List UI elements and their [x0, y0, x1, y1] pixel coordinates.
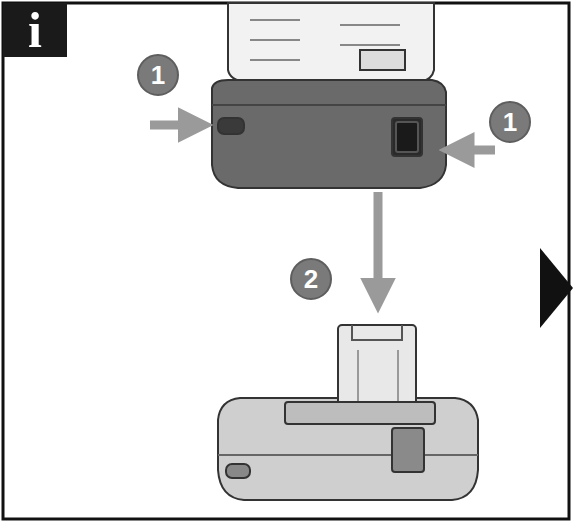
callout-number: 1 — [489, 101, 531, 143]
step-label: i — [3, 3, 67, 57]
press-arrow — [452, 146, 495, 155]
press-arrow — [150, 121, 200, 130]
next-triangle — [540, 248, 573, 328]
callout-number: 2 — [290, 258, 332, 300]
frame — [3, 3, 569, 519]
tool — [212, 3, 446, 188]
callout-number: 1 — [137, 54, 179, 96]
battery — [218, 325, 478, 500]
pull-arrow — [374, 192, 383, 300]
